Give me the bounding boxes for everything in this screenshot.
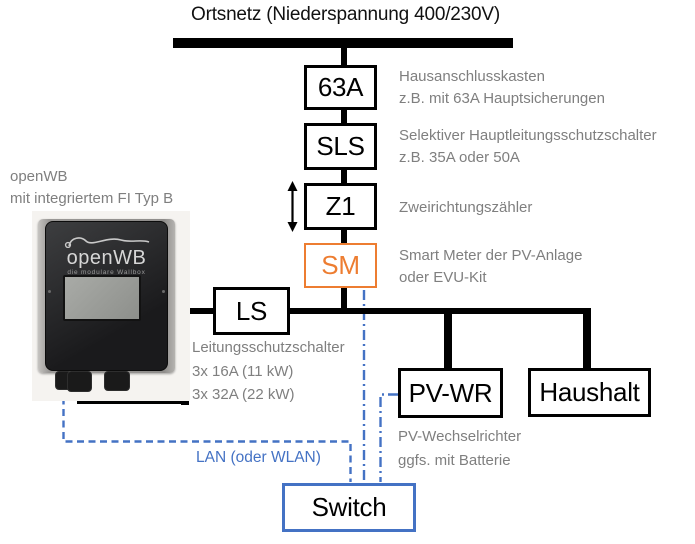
annotation-wallbox: openWB mit integriertem FI Typ B	[10, 168, 174, 207]
annotation-z1: Zweirichtungszähler	[399, 199, 533, 216]
annotation-sm: Smart Meter der PV-Anlage oder EVU-Kit	[399, 247, 583, 286]
box-sls-breaker: SLS	[304, 123, 377, 170]
box-circuit-breaker-ls: LS	[213, 287, 290, 335]
wire-sls-to-z1	[341, 170, 347, 184]
annotation-sls: Selektiver Hauptleitungsschutzschalter z…	[399, 127, 657, 166]
wallbox-screw-left	[48, 290, 51, 293]
trunk-line	[181, 308, 591, 314]
annotation-pv-inverter: PV-Wechselrichter ggfs. mit Batterie	[398, 428, 522, 469]
diagram-title: Ortsnetz (Niederspannung 400/230V)	[190, 4, 500, 25]
wallbox-screw-right	[162, 290, 165, 293]
annotation-hak: Hausanschlusskasten z.B. mit 63A Hauptsi…	[399, 68, 605, 107]
box-smart-meter: SM	[304, 243, 377, 288]
wallbox-cable-gland-right	[104, 371, 130, 391]
wire-hak-to-sls	[341, 110, 347, 124]
lan-label: LAN (oder WLAN)	[196, 449, 321, 466]
wire-trunk-to-haushalt	[583, 314, 591, 368]
wire-trunk-to-pvwr	[444, 314, 452, 368]
box-network-switch: Switch	[282, 483, 416, 532]
annotation-ls: Leitungsschutzschalter 3x 16A (11 kW) 3x…	[192, 339, 345, 403]
wallbox-logo: openWB die modulare Wallbox	[46, 234, 167, 276]
bidirectional-arrow-icon	[287, 181, 298, 232]
lan-line-pv-inverter-to-switch	[379, 393, 398, 482]
lan-line-wallbox-to-switch	[62, 386, 352, 482]
box-meter-z1: Z1	[304, 183, 377, 230]
grid-busbar	[173, 38, 513, 48]
wallbox-cable-gland-middle	[67, 371, 92, 392]
wire-sm-to-trunk	[341, 288, 347, 310]
wire-busbar-to-hak	[341, 48, 347, 66]
wire-z1-to-sm	[341, 230, 347, 244]
box-house-connection-63a: 63A	[304, 65, 377, 110]
box-pv-inverter: PV-WR	[398, 368, 503, 418]
wallbox-photo: openWB die modulare Wallbox	[38, 219, 175, 373]
wallbox-logo-swoosh-icon	[64, 237, 149, 248]
wallbox-front-panel: openWB die modulare Wallbox	[45, 221, 168, 371]
wallbox-display-screen	[63, 275, 141, 321]
box-household: Haushalt	[528, 368, 651, 417]
